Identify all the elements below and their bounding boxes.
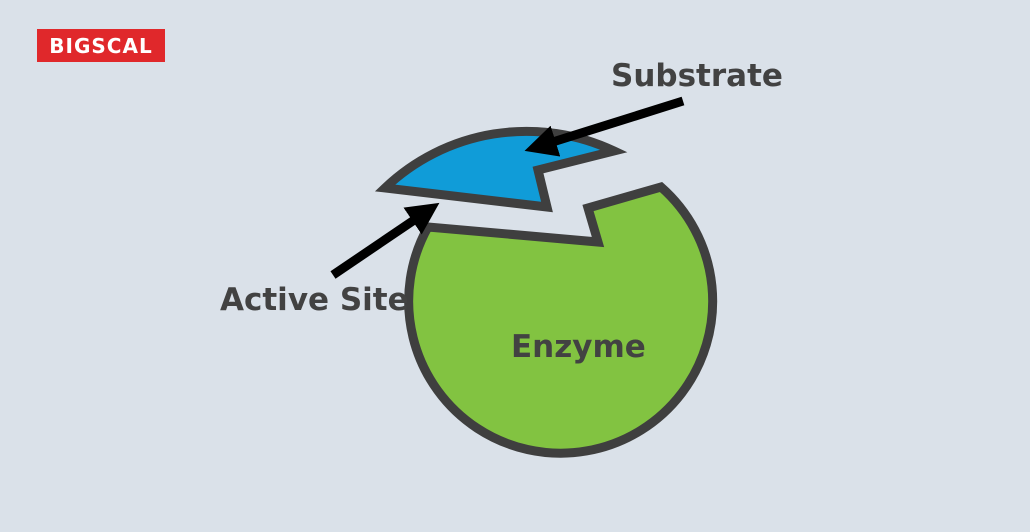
enzyme-label: Enzyme xyxy=(511,329,646,365)
substrate-label: Substrate xyxy=(611,58,783,94)
logo-text: BIGSCAL xyxy=(49,33,153,58)
substrate-arrow xyxy=(524,96,685,157)
active-site-label: Active Site xyxy=(220,282,409,318)
enzyme-shape xyxy=(404,181,718,458)
bigscal-logo: BIGSCAL xyxy=(37,29,165,62)
substrate-shape xyxy=(374,126,628,213)
active-site-arrow xyxy=(330,202,440,279)
